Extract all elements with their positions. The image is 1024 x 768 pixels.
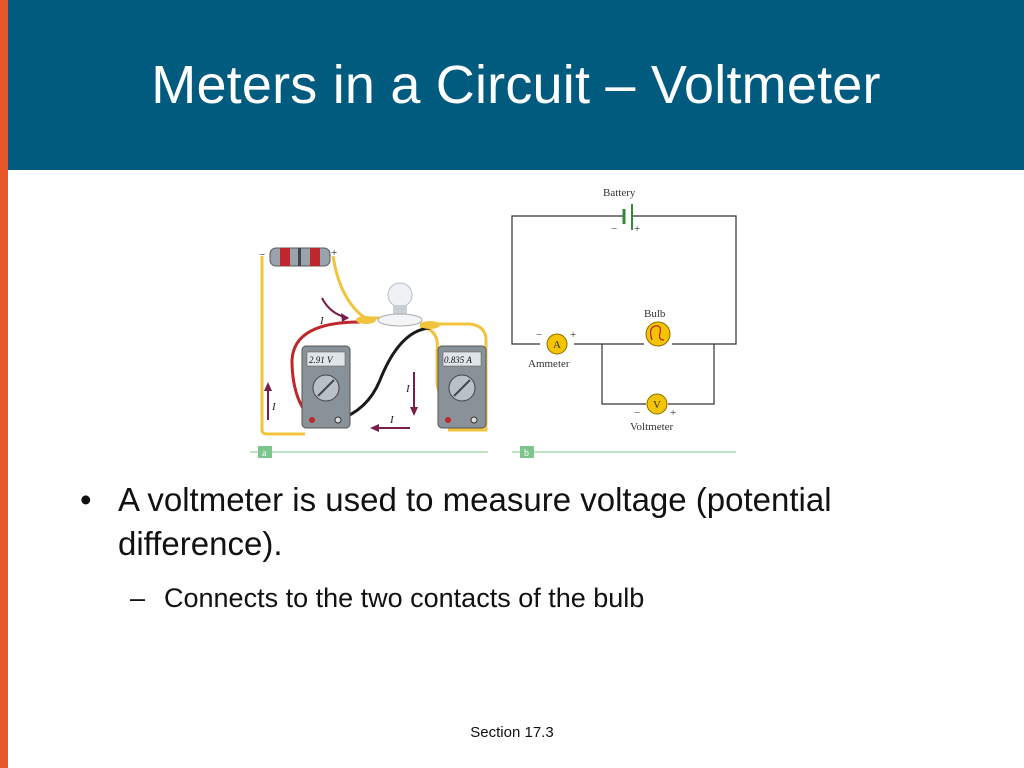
voltmeter-label: Voltmeter (630, 421, 674, 433)
schematic-wire-outer (511, 215, 737, 345)
left-accent-bar (0, 0, 8, 768)
title-bar: Meters in a Circuit – Voltmeter (8, 0, 1024, 170)
sub-bullet-item: – Connects to the two contacts of the bu… (130, 578, 980, 618)
battery-label: Battery (603, 187, 636, 199)
current-label-right: I (405, 383, 411, 395)
multimeter-right (437, 345, 487, 429)
wire-yellow-top (331, 255, 380, 320)
circuit-figure: − + 2.91 V 0.835 A (250, 187, 737, 459)
slide-title: Meters in a Circuit – Voltmeter (151, 55, 881, 115)
battery-photo (269, 247, 331, 267)
current-arrowhead-top (341, 313, 349, 322)
wire-black (337, 326, 431, 422)
battery-plus-sign: + (331, 247, 337, 259)
bullet-item: • A voltmeter is used to measure voltage… (80, 478, 980, 566)
schematic-wire-voltmeter (601, 344, 715, 405)
bullet-marker: • (80, 481, 92, 518)
wire-red (290, 320, 361, 422)
battery-minus: − (611, 223, 617, 235)
current-arrowhead-left (264, 382, 272, 391)
bulb-photo (356, 282, 440, 329)
battery-minus-sign: − (259, 249, 265, 261)
bulb-label: Bulb (644, 308, 666, 320)
current-label-bottom: I (389, 414, 395, 426)
voltmeter-symbol (646, 393, 668, 415)
ammeter-symbol (546, 333, 568, 355)
ammeter-reading: 0.835 A (444, 355, 472, 365)
circuit-photo-panel: − + 2.91 V 0.835 A (250, 247, 488, 459)
panel-b-tag (520, 446, 534, 458)
voltmeter-symbol-letter: V (653, 399, 661, 411)
ammeter-minus: − (536, 329, 542, 341)
wire-yellow-left (260, 256, 305, 436)
current-label-left: I (271, 401, 277, 413)
current-arrowhead-right (410, 407, 418, 416)
multimeter-left (301, 345, 351, 429)
panel-a-label: a (262, 448, 267, 459)
bullet-list: • A voltmeter is used to measure voltage… (80, 478, 980, 618)
circuit-schematic-panel: Battery − + A − + Ammeter Bulb V − + Vol… (511, 187, 737, 459)
sub-bullet-marker: – (130, 583, 146, 613)
wire-yellow-bottom (420, 322, 488, 432)
voltmeter-minus: − (634, 407, 640, 419)
battery-plus: + (634, 223, 640, 235)
current-label-top: I (319, 315, 325, 327)
slide-footer: Section 17.3 (470, 724, 554, 741)
bullet-text: A voltmeter is used to measure voltage (… (118, 481, 832, 562)
current-arrowhead-bottom (370, 424, 379, 432)
voltmeter-reading: 2.91 V (309, 355, 334, 365)
panel-a-tag (258, 446, 272, 458)
bulb-filament (649, 325, 665, 341)
ammeter-label: Ammeter (528, 358, 570, 370)
panel-b-label: b (524, 448, 529, 459)
ammeter-symbol-letter: A (553, 339, 561, 351)
sub-bullet-text: Connects to the two contacts of the bulb (164, 583, 645, 613)
ammeter-plus: + (570, 329, 576, 341)
voltmeter-plus: + (670, 407, 676, 419)
